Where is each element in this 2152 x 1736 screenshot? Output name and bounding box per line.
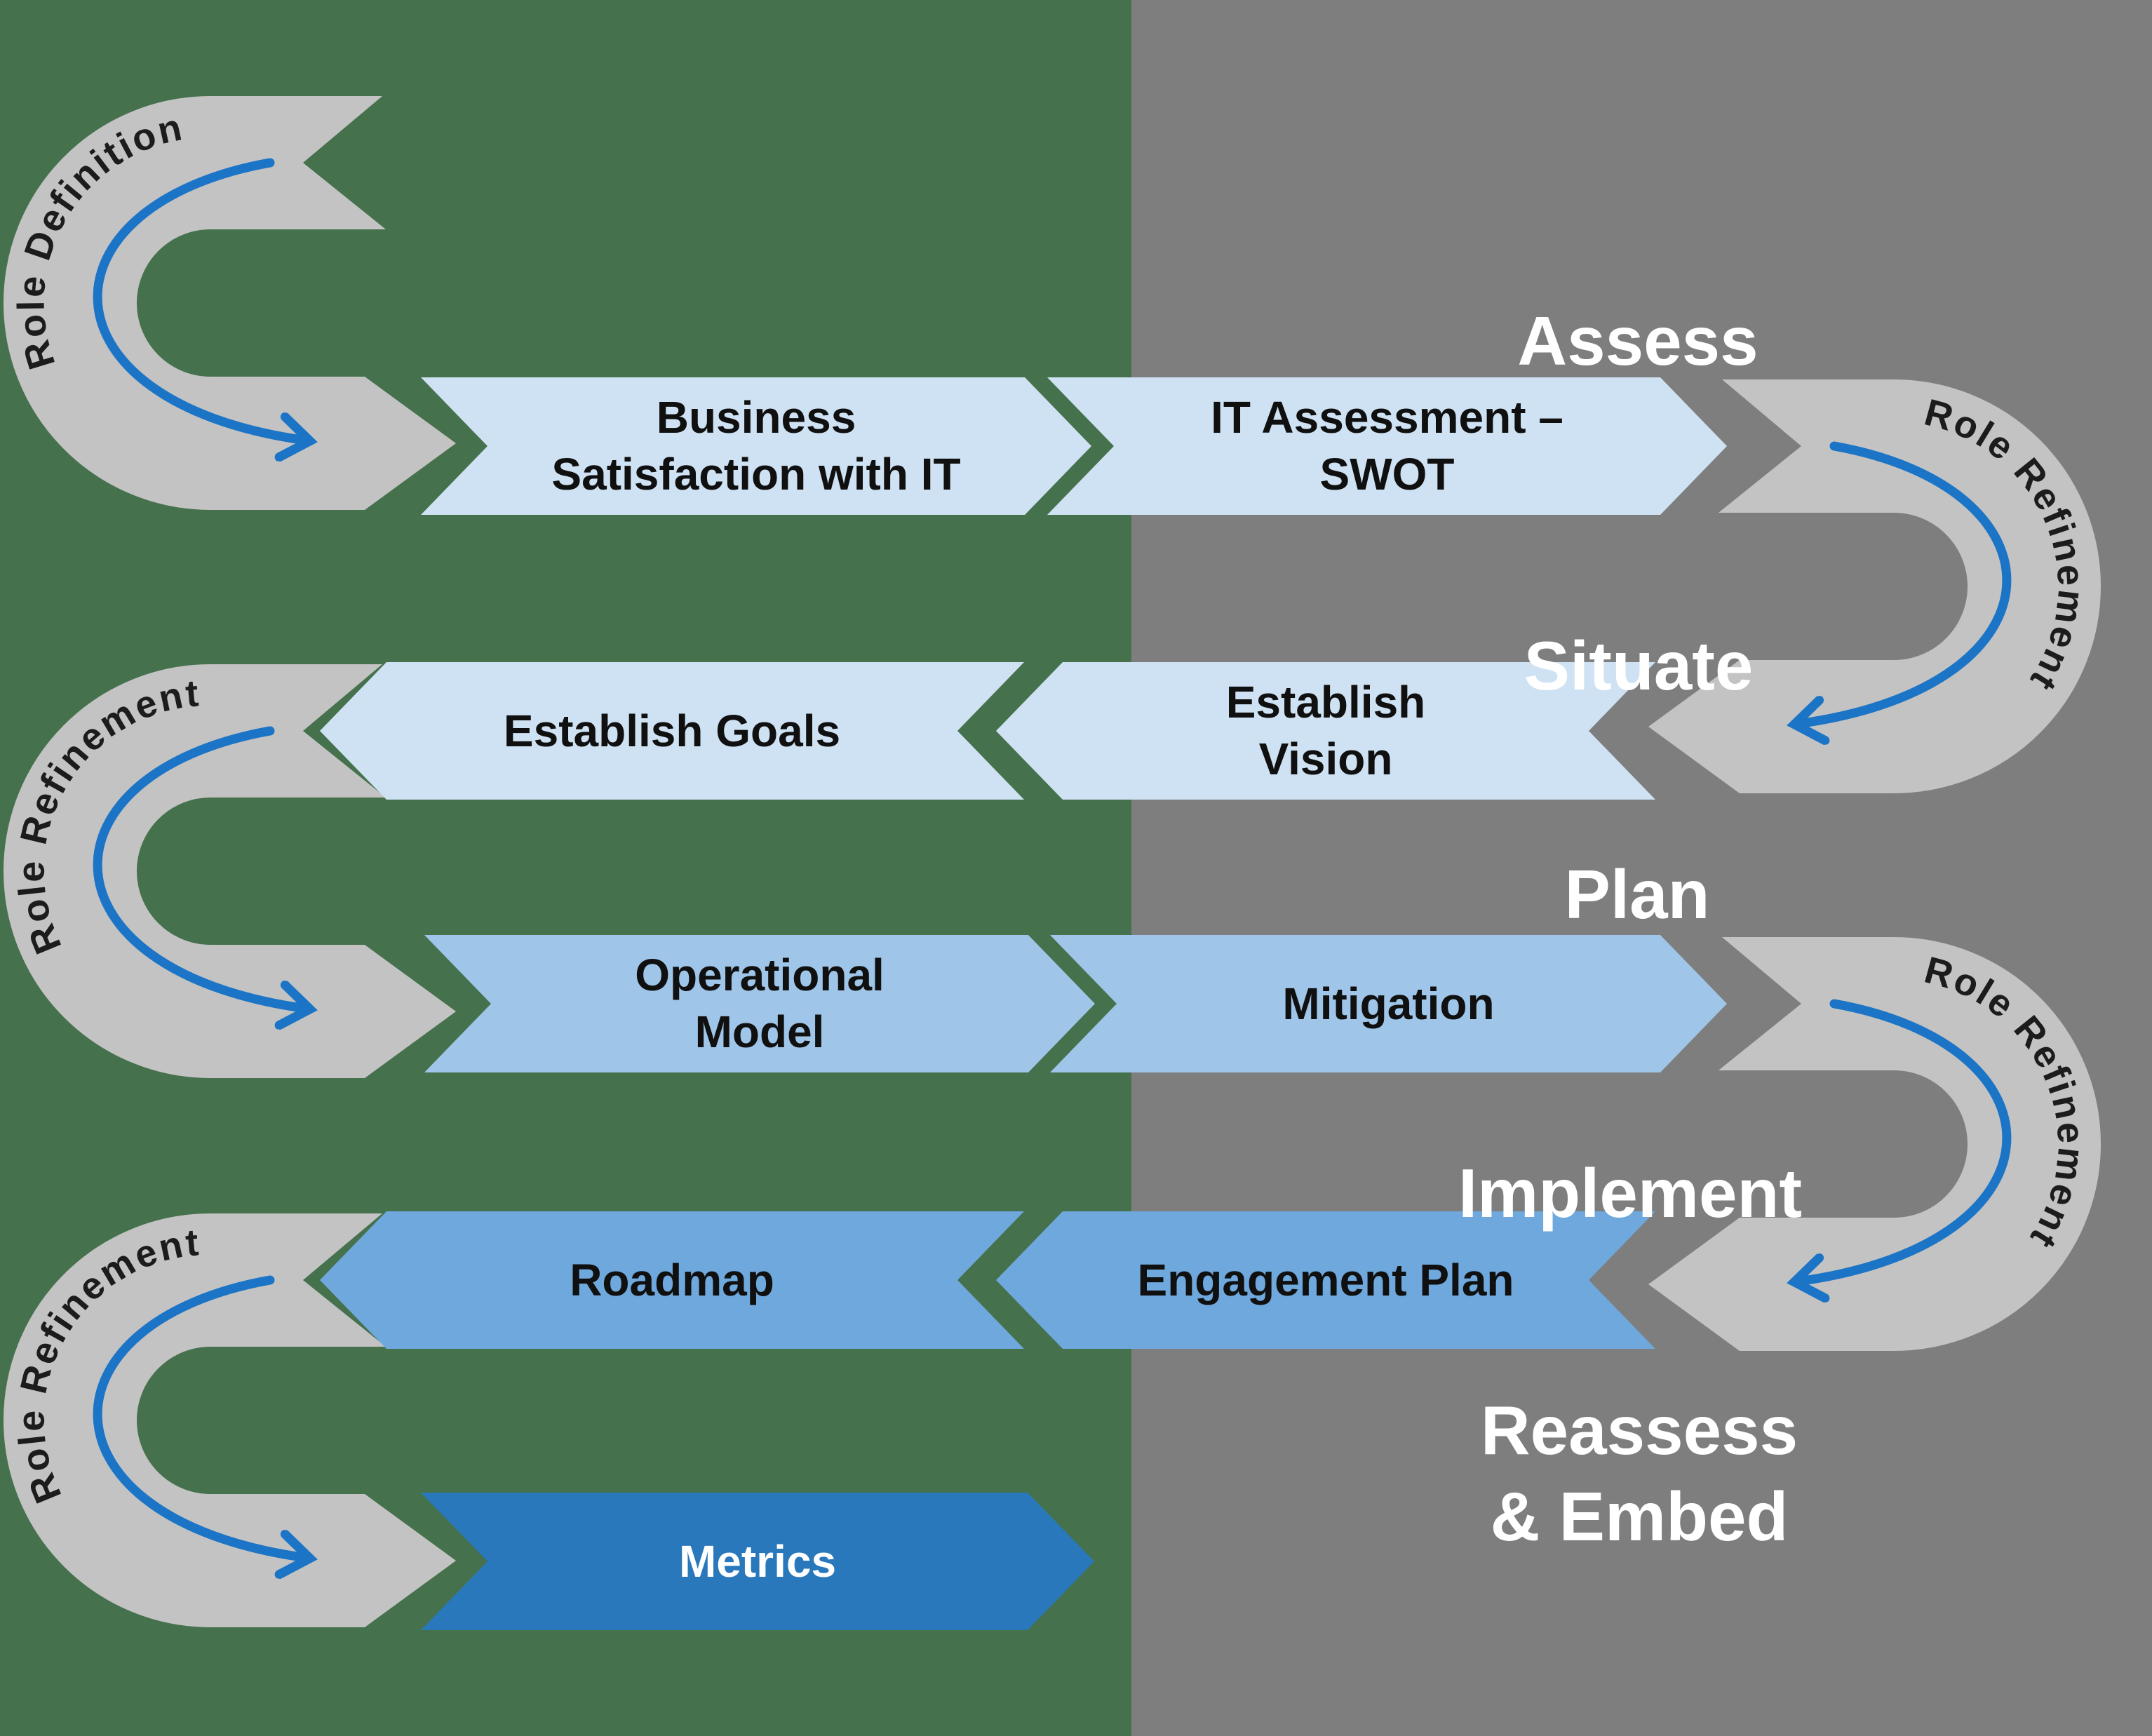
loop-notch-tail (1719, 379, 1806, 513)
loop-role-refinement-left-2: Role Refinement (4, 664, 456, 1078)
loop-notch-tail (298, 96, 386, 229)
curved-arrow-icon (1803, 441, 2012, 723)
phase-label-reassess-embed: Reassess & Embed (1480, 1392, 1798, 1555)
loop-role-refinement-left-3: Role Refinement (4, 1213, 456, 1627)
banner-business-satisfaction: Business Satisfaction with IT (421, 377, 1091, 515)
banner-establish-vision: Establish Vision (996, 662, 1655, 800)
loop-ring (1803, 937, 2101, 1351)
phase-label-implement: Implement (1458, 1155, 1803, 1232)
loop-arrow-tip (1648, 660, 1806, 793)
loop-arrow-tip (298, 1494, 456, 1627)
loop-notch-tail (1719, 937, 1806, 1070)
loop-role-definition-top-left: Role Definition (4, 96, 456, 510)
phase-label-plan: Plan (1564, 856, 1710, 933)
curved-arrow-icon (1803, 999, 2012, 1281)
banner-roadmap: Roadmap (320, 1211, 1024, 1349)
loop-ring (4, 664, 302, 1078)
loop-role-refinement-right-2: Role Refinement (1648, 937, 2101, 1351)
loop-arrow-tip (1648, 1218, 1806, 1351)
banner-establish-goals: Establish Goals (320, 662, 1024, 800)
banner-metrics: Metrics (421, 1493, 1094, 1630)
curved-arrow-icon (93, 726, 302, 1008)
banner-engagement-plan: Engagement Plan (996, 1211, 1655, 1349)
loop-arrow-tip (298, 377, 456, 510)
loop-ring (1803, 379, 2101, 793)
loop-notch-tail (298, 1213, 386, 1347)
banner-mitigation: Mitigation (1050, 935, 1727, 1072)
banner-it-assessment-swot: IT Assessment – SWOT (1047, 377, 1727, 515)
loop-role-refinement-right-1: Role Refinement (1648, 379, 2101, 793)
curved-arrow-icon (93, 1275, 302, 1557)
loop-ring (4, 96, 302, 510)
phase-label-assess: Assess (1517, 302, 1758, 379)
phase-label-situate: Situate (1524, 627, 1754, 704)
loop-notch-tail (298, 664, 386, 798)
curved-arrow-icon (93, 158, 302, 440)
banner-operational-model: Operational Model (424, 935, 1095, 1072)
loop-arrow-tip (298, 945, 456, 1078)
background-right-gray (1131, 0, 2152, 1736)
loop-ring (4, 1213, 302, 1627)
background-left-green (0, 0, 1131, 1736)
